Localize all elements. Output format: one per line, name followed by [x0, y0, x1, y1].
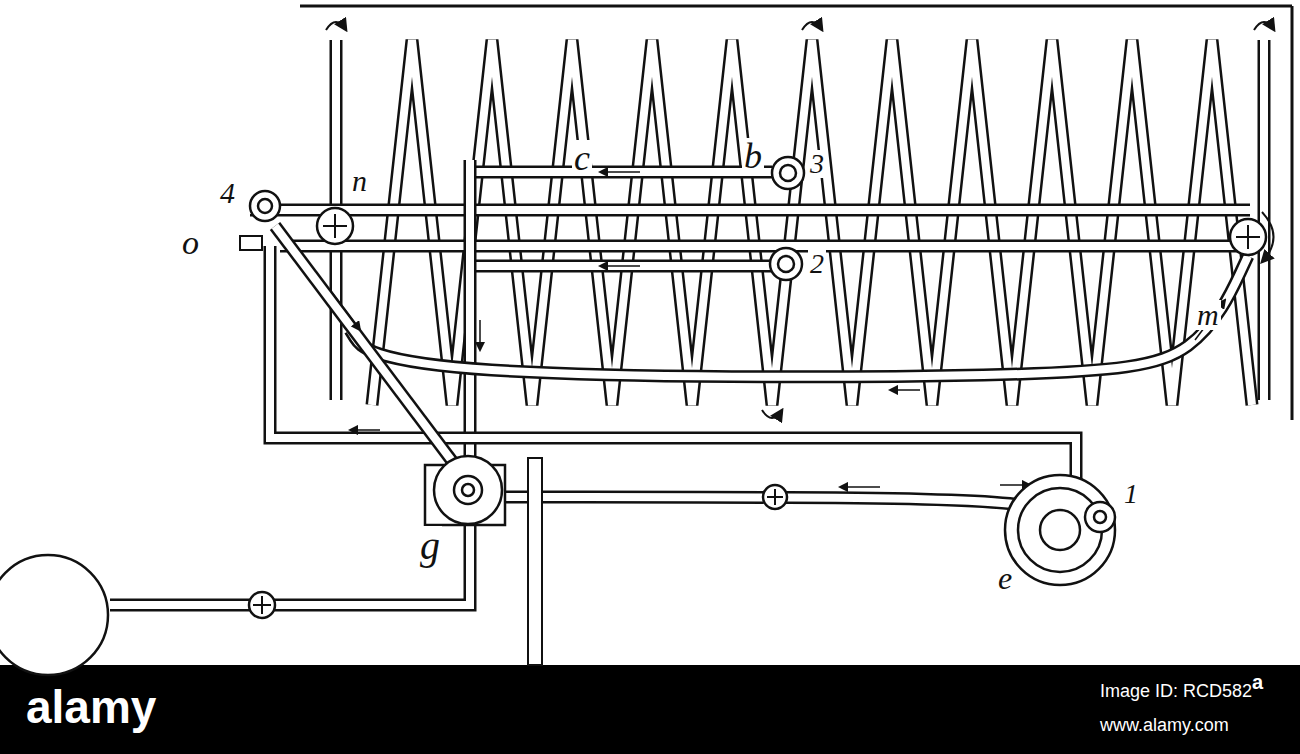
motor: [1005, 475, 1115, 585]
gauge-fitting: [778, 256, 794, 272]
header-pipe: [250, 206, 1250, 214]
coil-tube: [372, 40, 1252, 405]
callout-letter: m: [1195, 300, 1221, 330]
valve: [1230, 219, 1266, 255]
pump: [454, 476, 482, 504]
fittings: [0, 157, 1274, 675]
valve: [763, 485, 787, 509]
flow-arrow: [840, 486, 880, 488]
gauge-fitting: [780, 165, 796, 181]
piping: [110, 160, 1250, 665]
header-pipe: [280, 242, 1250, 250]
coil-leg: [1260, 40, 1268, 400]
flow-arrow: [890, 389, 920, 391]
callout-letter: o: [180, 226, 201, 260]
valve-mark: [323, 214, 347, 238]
callout-letter: g: [418, 526, 442, 566]
flow-arrow: [802, 22, 822, 30]
bottom-pipe: [270, 246, 1076, 480]
callout-letter: e: [996, 562, 1014, 594]
watermark-bar: [0, 665, 1300, 754]
fitting: [258, 199, 272, 213]
branch-pipe: [470, 168, 772, 176]
flow-arrow: [600, 171, 640, 173]
valve-handle: [240, 236, 262, 250]
pump: [434, 456, 502, 524]
support-post: [528, 458, 542, 665]
flow-arrow: [1000, 484, 1030, 486]
flow-arrow: [350, 429, 380, 431]
gauge: [0, 555, 108, 675]
valve: [249, 592, 275, 618]
gauge-fitting: [772, 157, 804, 189]
bottom-pipe: [270, 246, 1076, 480]
callout-number: 1: [1122, 480, 1140, 508]
callout-number: 3: [808, 150, 826, 178]
gauge-pipe: [110, 525, 470, 605]
gauge-fitting: [770, 248, 802, 280]
riser-pipe: [464, 160, 477, 462]
flow-arrow: [326, 22, 346, 30]
motor: [1040, 510, 1080, 550]
header-pipe: [280, 240, 1250, 253]
callout-number: 2: [808, 250, 826, 278]
flow-arrow: [1262, 212, 1274, 262]
fitting: [250, 191, 280, 221]
valve-mark: [1236, 225, 1260, 249]
watermark: alamy: [26, 684, 156, 730]
header-pipe: [250, 204, 1250, 217]
watermark: a: [1252, 672, 1263, 692]
branch-pipe: [470, 262, 772, 270]
coil-tube: [372, 40, 1252, 405]
valve: [317, 208, 353, 244]
flow-arrow: [1195, 300, 1225, 340]
gauge-pipe: [110, 525, 470, 605]
motor-pulley: [1085, 502, 1115, 532]
callout-letter: b: [742, 138, 764, 174]
valve-mark: [253, 596, 271, 614]
watermark: Image ID: RCD582: [1100, 682, 1252, 700]
flow-arrow: [479, 320, 481, 350]
motor-pulley: [1094, 511, 1106, 523]
valve-mark: [767, 489, 783, 505]
diagonal-pipe: [275, 226, 455, 465]
diagonal-pipe: [275, 226, 455, 465]
branch-pipe: [470, 166, 772, 179]
flow-arrow: [600, 265, 640, 267]
callout-number: 4: [218, 178, 237, 208]
flow-arrow: [1254, 22, 1274, 30]
riser-pipe: [466, 160, 474, 462]
branch-pipe: [470, 260, 772, 273]
callout-letter: c: [572, 140, 592, 176]
flow-arrow: [762, 410, 782, 418]
flow-arrow: [330, 290, 360, 330]
watermark: www.alamy.com: [1100, 716, 1229, 734]
callout-letter: n: [350, 166, 369, 196]
motor: [1018, 488, 1102, 572]
pump: [462, 484, 474, 496]
